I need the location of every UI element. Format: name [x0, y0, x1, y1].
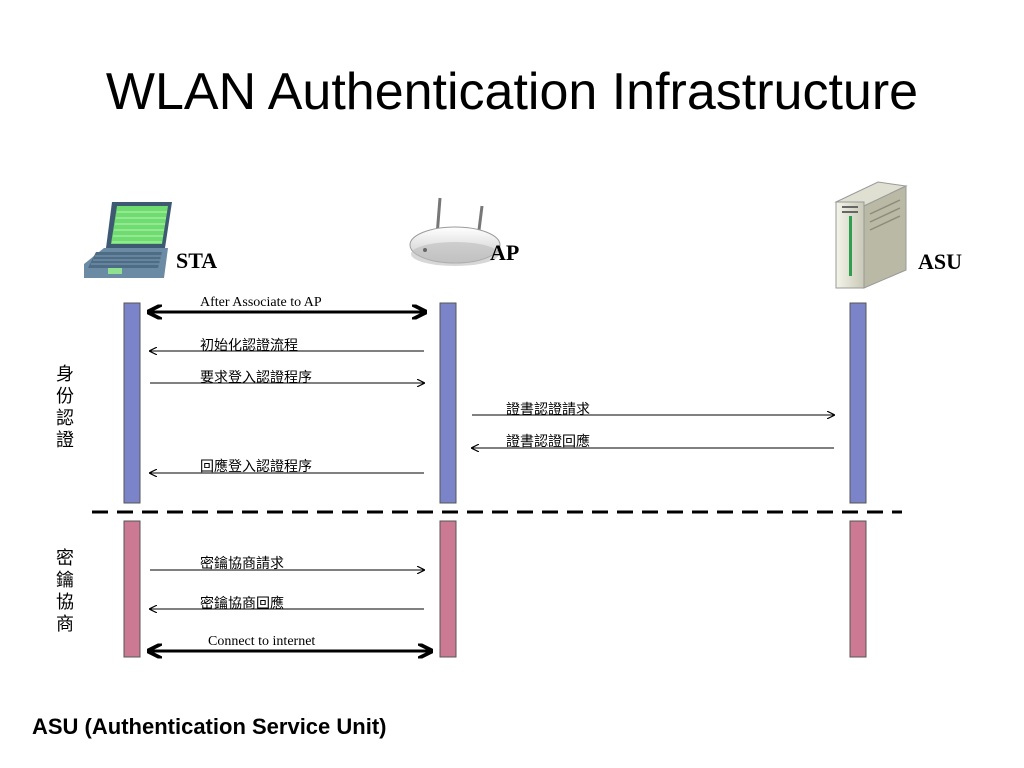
asu-bar-key — [849, 520, 867, 658]
message-label: 初始化認證流程 — [200, 339, 298, 354]
node-label-asu: ASU — [918, 249, 963, 274]
message-label: 密鑰協商回應 — [200, 597, 284, 612]
message-label: After Associate to AP — [200, 295, 322, 310]
laptop-icon — [84, 202, 172, 278]
message-label: 證書認證回應 — [506, 435, 590, 450]
server-icon — [834, 181, 908, 289]
message-label: 密鑰協商請求 — [200, 557, 284, 572]
footer-note: ASU (Authentication Service Unit) — [32, 714, 387, 739]
asu-bar-identity — [849, 302, 867, 504]
sta-bar-identity — [123, 302, 141, 504]
phase-label-key: 密鑰協商 — [56, 548, 74, 635]
message-label: 證書認證請求 — [506, 403, 590, 418]
ap-bar-identity — [439, 302, 457, 504]
node-label-sta: STA — [176, 248, 218, 273]
node-label-ap: AP — [490, 240, 520, 265]
slide-title: WLAN Authentication Infrastructure — [105, 63, 919, 121]
ap-bar-key — [439, 520, 457, 658]
phase-label-identity: 身份認證 — [56, 364, 74, 451]
message-label: Connect to internet — [208, 634, 316, 649]
message-label: 回應登入認證程序 — [200, 460, 312, 475]
access-point-icon — [409, 197, 501, 266]
sta-bar-key — [123, 520, 141, 658]
message-label: 要求登入認證程序 — [200, 371, 312, 386]
